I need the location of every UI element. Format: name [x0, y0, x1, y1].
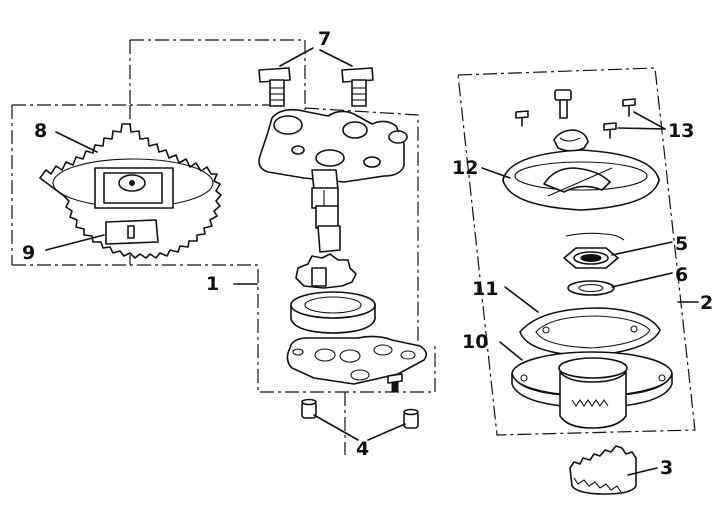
callout-labels: 7 8 9 1 4 13 12 5 6 11 10 2 3 — [22, 28, 713, 479]
callout-10: 10 — [462, 331, 488, 353]
spline-gear — [569, 445, 637, 495]
cover-screw — [387, 373, 403, 393]
outer-rotor — [290, 291, 376, 334]
pump-housing — [258, 108, 408, 183]
callout-8: 8 — [34, 120, 47, 142]
drive-flange — [511, 351, 673, 429]
bolt-right — [341, 67, 374, 107]
drive-gear — [39, 123, 222, 259]
pump-shaft — [311, 169, 341, 253]
callout-11: 11 — [472, 278, 498, 300]
cover-screws — [515, 89, 636, 152]
callout-3: 3 — [660, 457, 673, 479]
hex-nut — [563, 247, 619, 269]
callout-4: 4 — [356, 438, 369, 460]
pump-cover-plate — [286, 335, 428, 385]
mounting-bolts — [258, 67, 374, 107]
dowel-pins — [301, 398, 419, 429]
callout-12: 12 — [452, 157, 478, 179]
inner-rotor — [295, 253, 357, 289]
wire-clip — [565, 232, 625, 241]
callout-1: 1 — [206, 273, 219, 295]
callout-9: 9 — [22, 242, 35, 264]
bolt-left — [258, 67, 291, 107]
callout-7: 7 — [318, 28, 331, 50]
callout-6: 6 — [675, 264, 688, 286]
woodruff-key — [105, 219, 159, 245]
callout-5: 5 — [675, 233, 688, 255]
callout-13: 13 — [668, 120, 694, 142]
washer — [567, 280, 615, 296]
callout-2: 2 — [700, 292, 713, 314]
clutch-cover — [502, 149, 660, 211]
gasket — [519, 307, 661, 357]
leader-lines — [45, 47, 699, 476]
